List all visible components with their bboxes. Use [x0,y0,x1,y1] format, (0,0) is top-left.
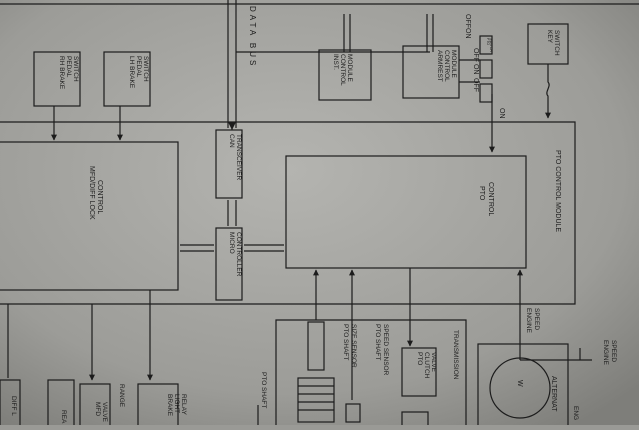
svg-text:MFD/DIFF LOCK: MFD/DIFF LOCK [88,166,95,220]
svg-text:RELAY: RELAY [180,394,187,415]
svg-text:TRANSCEIVER: TRANSCEIVER [235,134,242,181]
mfd-valve-label: MFD VALVE [94,402,108,423]
mini-switch-texts: PTO SWITCH [486,38,493,52]
svg-text:PTO SHAFT: PTO SHAFT [342,324,349,360]
svg-text:INST.: INST. [332,54,339,70]
mfd-diff-lock-control-label: MFD/DIFF LOCK CONTROL [88,166,103,220]
svg-text:SPEED: SPEED [610,340,617,362]
micro-controller-label: MICRO CONTROLLER [228,232,242,277]
alternator-circle [489,357,551,419]
pto-clutch-valve-label: PTO CLUTCH VALVE [416,352,437,379]
transmission-outline [275,319,467,425]
svg-text:SWITCH: SWITCH [489,38,493,52]
svg-text:KEY: KEY [546,30,553,44]
svg-text:SIZE SENSOR: SIZE SENSOR [350,324,357,368]
inst-control-module-box [318,49,372,101]
svg-text:MODULE: MODULE [346,54,353,82]
bus-arrow-down [228,122,236,130]
inst-control-module-label: INST. CONTROL MODULE [332,54,353,86]
svg-text:ENGINE: ENGINE [602,340,609,366]
rh-brake-pedal-switch-box [33,51,81,107]
svg-text:VALVE: VALVE [430,352,437,373]
svg-text:PTO: PTO [486,38,490,45]
svg-text:CAN: CAN [228,134,235,148]
svg-text:CONTROL: CONTROL [443,50,450,82]
micro-controller-box [215,227,243,301]
alternator-label: ALTERNAT [550,376,557,412]
pto-control-label: PTO CONTROL [478,182,494,216]
pto-clutch-valve-box [401,347,437,397]
brake-light-relay-label: BRAKE LIGHT RELAY [166,394,187,417]
transmission-label: TRANSMISSION [452,330,459,380]
svg-text:ARMREST: ARMREST [436,50,443,82]
svg-text:VALVE: VALVE [101,402,108,423]
key-switch-fuse-link [545,64,551,119]
mini-switch-1 [479,35,493,55]
svg-text:MFD: MFD [94,402,101,416]
pto-shaft-speed-sensor-label: PTO SHAFT SPEED SENSOR [374,324,389,376]
pto-control-module-outline [0,121,576,305]
svg-text:CONTROL: CONTROL [96,180,103,214]
svg-text:SPEED: SPEED [533,308,540,330]
svg-text:PTO: PTO [416,352,423,365]
key-switch-label: KEY SWITCH [546,30,560,56]
svg-text:SPEED SENSOR: SPEED SENSOR [382,324,389,376]
svg-text:PTO: PTO [478,186,485,201]
data-bus-label: DATA BUS [248,6,257,68]
size-sensor-element [307,321,325,371]
mini-switch-3 [479,83,493,103]
pto-control-box [285,155,527,269]
range-partial-label: RANGE [118,384,125,408]
svg-text:MICRO: MICRO [228,232,235,254]
pto-shaft-gear [297,377,335,423]
svg-text:CONTROLLER: CONTROLLER [235,232,242,277]
svg-text:LH BRAKE: LH BRAKE [128,56,135,89]
svg-text:RH BRAKE: RH BRAKE [58,56,65,90]
lh-brake-pedal-switch-label: LH BRAKE PEDAL SWITCH [128,56,149,89]
svg-text:BRAKE: BRAKE [166,394,173,417]
pto-shaft-size-sensor-label: PTO SHAFT SIZE SENSOR [342,324,357,368]
pto-control-module-label: PTO CONTROL MODULE [554,150,561,232]
can-transceiver-box [215,129,243,199]
svg-text:PEDAL: PEDAL [65,56,72,78]
svg-text:LIGHT: LIGHT [173,394,180,413]
svg-text:CLUTCH: CLUTCH [423,352,430,379]
lh-brake-pedal-switch-box [103,51,151,107]
speed-sensor-element [345,403,361,423]
alternator-box [477,343,569,430]
svg-text:SWITCH: SWITCH [553,30,560,56]
mfd-diff-lock-control-box [0,141,179,291]
armrest-control-module-box [402,45,460,99]
switch-label-on: ON [498,108,505,119]
svg-text:SWITCH: SWITCH [72,56,79,82]
engine-speed-out-label: ENGINE SPEED [602,340,617,366]
switch-label-off: OFF [472,78,479,92]
engine-speed-label: ENGINE SPEED [525,308,540,334]
svg-text:CONTROL: CONTROL [487,182,494,216]
switch-label-off-on: OFF ON [472,48,479,74]
armrest-control-module-label: ARMREST CONTROL MODULE [436,50,457,82]
diff-partial-label: DIFF L [10,396,17,416]
rh-brake-pedal-switch-label: RH BRAKE PEDAL SWITCH [58,56,79,90]
eng-partial-label: ENG [572,406,579,420]
switch-label-offon: OFFON [464,14,471,39]
svg-text:MODULE: MODULE [450,50,457,78]
alternator-w-label: W [516,380,523,387]
svg-text:ENGINE: ENGINE [525,308,532,334]
pto-shaft-label: PTO SHAFT [260,372,267,408]
mini-switch-2 [479,59,493,79]
svg-text:PEDAL: PEDAL [135,56,142,78]
svg-text:SWITCH: SWITCH [142,56,149,82]
svg-text:CONTROL: CONTROL [339,54,346,86]
svg-text:PTO SHAFT: PTO SHAFT [374,324,381,360]
can-transceiver-label: CAN TRANSCEIVER [228,134,242,181]
rea-partial-label: REA [60,410,67,424]
